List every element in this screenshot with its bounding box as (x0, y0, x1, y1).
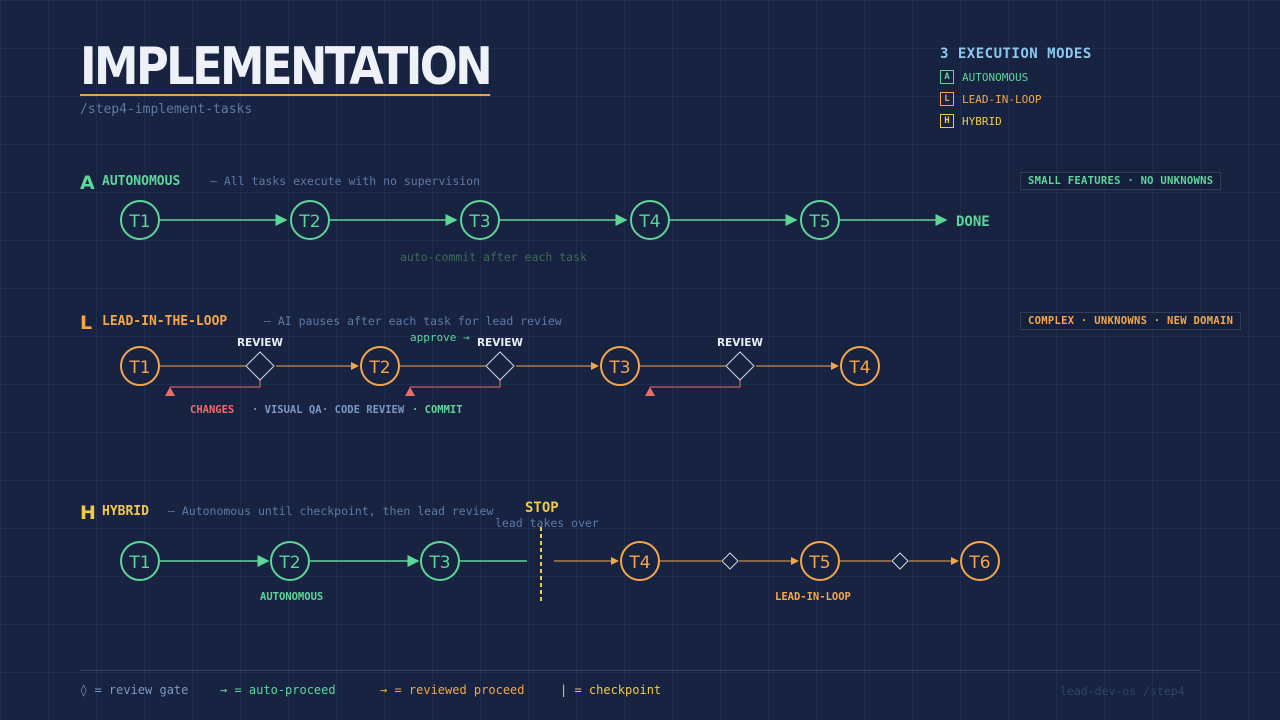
review-gate (891, 552, 909, 570)
legend-auto-proceed: → = auto-proceed (220, 683, 336, 697)
task-label: T2 (368, 358, 390, 378)
task-label: T2 (298, 212, 320, 232)
page-title: IMPLEMENTATION (80, 37, 493, 97)
task-node: T3 (600, 346, 640, 386)
review-label: REVIEW (237, 337, 283, 349)
review-gate (721, 552, 739, 570)
section-a-nodes: T1 T2 T3 T4 T5 (120, 200, 840, 240)
task-label: T4 (638, 212, 660, 232)
task-node: T4 (620, 541, 660, 581)
approve-label: approve → (410, 331, 470, 344)
task-label: T3 (428, 553, 450, 573)
legend-checkpoint: | = checkpoint (560, 683, 662, 697)
task-node: T2 (360, 346, 400, 386)
section-h-nodes: T1 T2 T3 T4 T5 T6 (120, 541, 1000, 581)
task-node: T1 (120, 541, 160, 581)
task-node: T3 (420, 541, 460, 581)
done-label: DONE (956, 214, 990, 230)
flow-commit: · COMMIT (412, 404, 463, 416)
changes-arrowhead-1 (165, 387, 175, 396)
section-l-name: LEAD-IN-THE-LOOP (102, 314, 228, 329)
task-label: T3 (468, 212, 490, 232)
footer-credit: lead-dev-os /step4 (1060, 684, 1185, 698)
modes-title: 3 EXECUTION MODES (940, 46, 1092, 62)
section-a-tag: SMALL FEATURES · NO UNKNOWNS (1020, 172, 1222, 190)
task-node: T1 (120, 346, 160, 386)
changes-loop-3 (650, 380, 741, 388)
task-label: T5 (808, 553, 830, 573)
review-gate: REVIEW (477, 337, 523, 381)
task-label: T1 (128, 358, 150, 378)
task-label: T3 (608, 358, 630, 378)
changes-loop-1 (170, 380, 261, 388)
review-gate: REVIEW (717, 337, 763, 381)
flow-visual-qa: · VISUAL QA (252, 404, 322, 416)
section-l-tag: COMPLEX · UNKNOWNS · NEW DOMAIN (1020, 312, 1242, 330)
task-label: T1 (128, 212, 150, 232)
section-l-edges (160, 362, 839, 396)
task-label: T4 (628, 553, 650, 573)
mode-autonomous: A AUTONOMOUS (940, 70, 1028, 84)
task-label: T4 (848, 358, 870, 378)
page-subtitle: /step4-implement-tasks (80, 102, 253, 117)
phase-autonomous-label: AUTONOMOUS (260, 591, 324, 603)
mode-hybrid: H HYBRID (940, 114, 1002, 128)
changes-loop-2 (410, 380, 501, 388)
section-h-description: — Autonomous until checkpoint, then lead… (168, 504, 494, 518)
mode-key-l: L (940, 92, 954, 106)
task-node: T5 (800, 541, 840, 581)
review-label: REVIEW (717, 337, 763, 349)
mode-lead-in-loop: L LEAD-IN-LOOP (940, 92, 1041, 106)
stop-label: STOP (525, 500, 559, 516)
phase-lead-label: LEAD-IN-LOOP (775, 591, 851, 603)
section-h-name: HYBRID (102, 504, 149, 519)
section-a-description: — All tasks execute with no supervision (210, 174, 481, 188)
task-label: T1 (128, 553, 150, 573)
changes-label: CHANGES (190, 404, 235, 416)
mode-key-h: H (940, 114, 954, 128)
section-a-letter: A (80, 172, 95, 194)
review-gate: REVIEW (237, 337, 283, 381)
task-node: T6 (960, 541, 1000, 581)
section-h-edges (160, 527, 959, 602)
section-l-description: — AI pauses after each task for lead rev… (264, 314, 562, 328)
section-a-name: AUTONOMOUS (102, 174, 181, 189)
task-node: T3 (460, 200, 500, 240)
task-label: T2 (278, 553, 300, 573)
mode-label: LEAD-IN-LOOP (962, 92, 1042, 106)
section-l-nodes: T1 T2 T3 T4 (120, 346, 880, 386)
review-label: REVIEW (477, 337, 523, 349)
stop-note: lead takes over (495, 516, 599, 530)
mode-key-a: A (940, 70, 954, 84)
task-label: T6 (968, 553, 990, 573)
task-node: T2 (290, 200, 330, 240)
changes-arrowhead-2 (405, 387, 415, 396)
task-node: T1 (120, 200, 160, 240)
task-node: T4 (840, 346, 880, 386)
task-label: T5 (808, 212, 830, 232)
task-node: T5 (800, 200, 840, 240)
section-h-letter: H (80, 502, 96, 524)
section-l-letter: L (80, 312, 93, 334)
auto-commit-note: auto-commit after each task (400, 250, 587, 264)
mode-label: AUTONOMOUS (962, 70, 1029, 84)
legend-review-gate: ◊ = review gate (80, 683, 189, 697)
legend-reviewed-proceed: → = reviewed proceed (380, 683, 525, 697)
flow-code-review: · CODE REVIEW (322, 404, 405, 416)
changes-arrowhead-3 (645, 387, 655, 396)
section-l-review-gates: REVIEW REVIEW REVIEW (237, 337, 763, 381)
task-node: T4 (630, 200, 670, 240)
footer-divider (80, 670, 1200, 671)
mode-label: HYBRID (962, 114, 1002, 128)
task-node: T2 (270, 541, 310, 581)
